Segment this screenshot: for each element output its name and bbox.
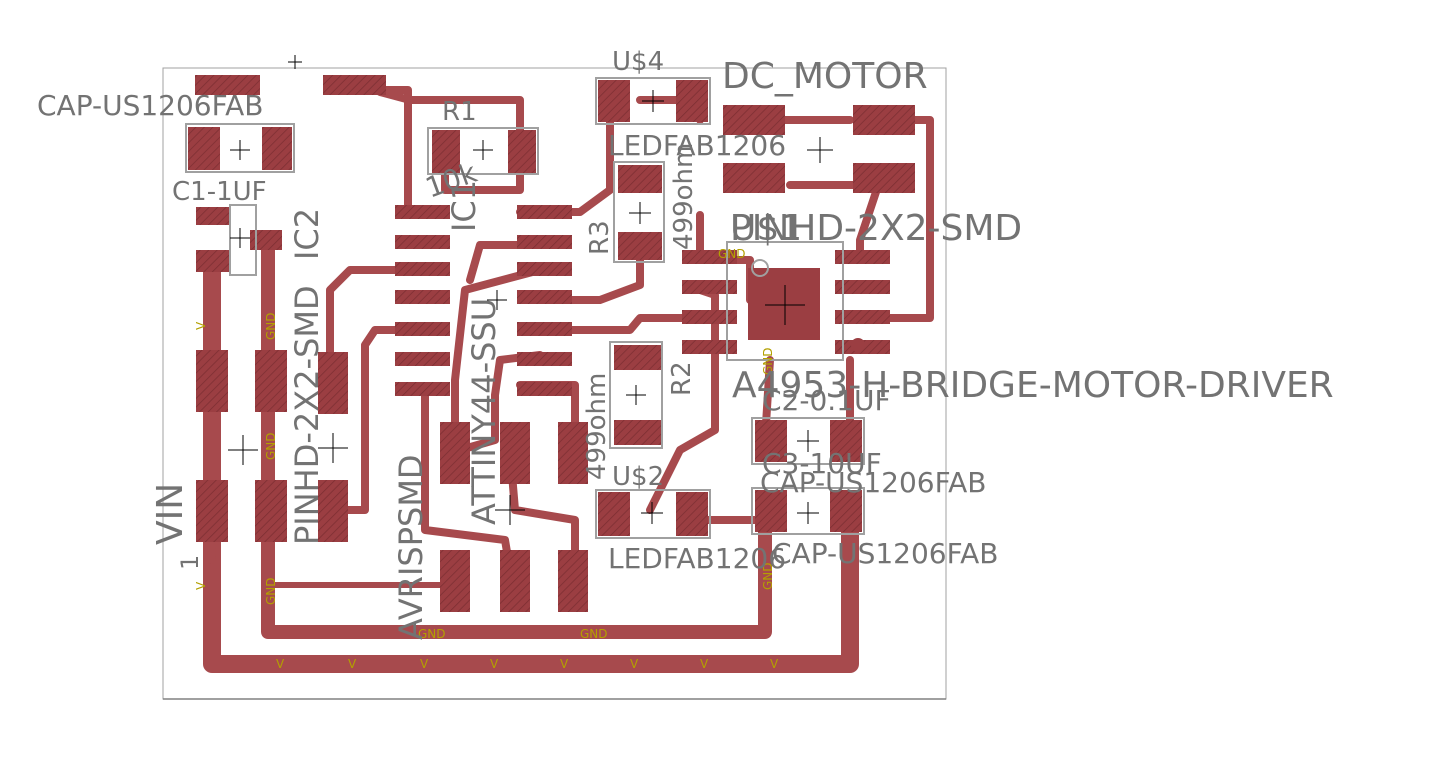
pads — [185, 75, 915, 612]
label-avrisp: AVRISPSMD — [392, 454, 430, 640]
label-r1: R1 — [442, 97, 477, 127]
component-labels: CAP-US1206FAB U$4 DC_MOTOR R1 LEDFAB1206… — [37, 47, 1334, 640]
pin1-marker — [851, 338, 865, 352]
label-u2: U$2 — [612, 462, 664, 492]
pin1-marker — [751, 259, 769, 277]
signal-v-label: V — [700, 657, 709, 671]
label-ic1: IC1 — [445, 180, 483, 232]
signal-gnd-label: GND — [418, 627, 446, 641]
signal-v-label: V — [194, 321, 208, 330]
label-c2: C2-0.1UF — [762, 384, 891, 417]
signal-v-label: V — [194, 581, 208, 590]
signal-v-label: V — [560, 657, 569, 671]
label-pinhd-left: PINHD-2X2-SMD — [288, 285, 326, 545]
signal-v-label: V — [276, 657, 285, 671]
label-ic2: IC2 — [288, 208, 326, 260]
label-cap-right-1: CAP-US1206FAB — [760, 466, 987, 499]
label-r2-value: 499ohm — [582, 373, 612, 480]
signal-gnd-label: GND — [718, 247, 746, 261]
signal-v-label: V — [348, 657, 357, 671]
label-u1: U$1 — [730, 208, 802, 249]
label-c3: C3-10UF — [762, 447, 882, 480]
label-r3: R3 — [585, 220, 615, 255]
signal-v-label: V — [770, 657, 779, 671]
label-r3-value: 499ohm — [669, 143, 699, 250]
label-dc-motor: DC_MOTOR — [722, 56, 928, 97]
signal-gnd-label: GND — [761, 347, 775, 375]
label-u4: U$4 — [612, 47, 664, 77]
label-pinhd-top: PINHD-2X2-SMD — [730, 208, 1022, 249]
signal-gnd-label: GND — [580, 627, 608, 641]
signal-gnd-label: GND — [264, 432, 278, 460]
signal-v-label: V — [420, 657, 429, 671]
signal-gnd-label: GND — [264, 312, 278, 340]
signal-gnd-label: GND — [761, 562, 775, 590]
label-ledfab-bottom: LEDFAB1206 — [608, 542, 786, 575]
label-a4953: A4953-H-BRIDGE-MOTOR-DRIVER — [732, 365, 1334, 406]
label-cap-right-2: CAP-US1206FAB — [772, 537, 999, 570]
label-vin: VIN — [150, 483, 191, 545]
signal-gnd-label: GND — [264, 577, 278, 605]
label-cap-top-left: CAP-US1206FAB — [37, 89, 264, 122]
origin-markers — [228, 55, 833, 525]
label-c1: C1-1UF — [172, 177, 267, 207]
label-vin-pin: 1 — [176, 555, 204, 570]
signal-v-label: V — [490, 657, 499, 671]
label-attiny: ATTINY44-SSU — [465, 298, 503, 525]
label-ledfab-top: LEDFAB1206 — [608, 129, 786, 162]
signal-labels: V GND GND V GND GND GND GND GND GND V V … — [194, 247, 779, 671]
label-r2: R2 — [667, 361, 697, 396]
signal-v-label: V — [630, 657, 639, 671]
